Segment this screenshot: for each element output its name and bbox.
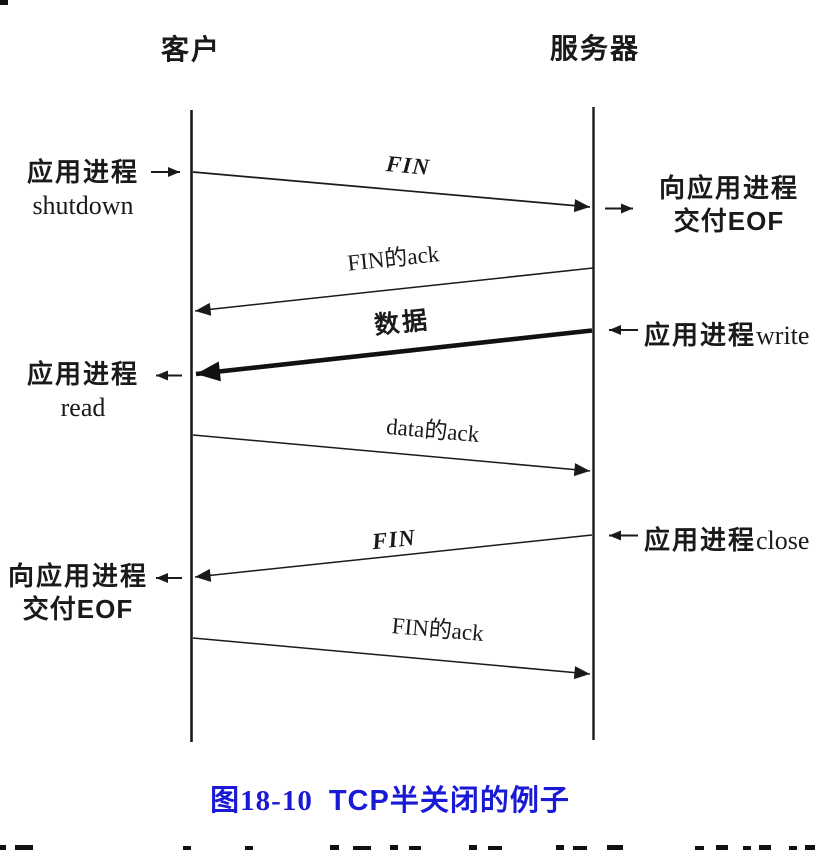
- client-lifeline-title: 客户: [160, 34, 222, 65]
- figure-caption-title: TCP半关闭的例子: [328, 785, 570, 817]
- annotation-deliver-eof-bottom-line2: 交付EOF: [22, 594, 134, 624]
- annotation-app-close-en: close: [756, 526, 810, 555]
- annotation-deliver-eof-top-line1: 向应用进程: [658, 173, 799, 203]
- annotation-app-shutdown: 应用进程 shutdown: [8, 156, 158, 222]
- annotation-app-close: 应用进程close: [644, 520, 809, 557]
- annotation-app-shutdown-cn: 应用进程: [26, 157, 139, 187]
- server-lifeline-title: 服务器: [549, 33, 641, 64]
- arrow-finack-client-to-server: [192, 637, 591, 680]
- annotation-app-write: 应用进程write: [644, 315, 809, 352]
- annotation-app-read: 应用进程 read: [8, 358, 158, 424]
- arrow-fin-client-to-server: [192, 171, 591, 213]
- arrow-data-server-to-client: [195, 328, 593, 382]
- annotation-app-write-en: write: [756, 321, 810, 350]
- arrow-finack-server-to-client: [194, 267, 594, 316]
- annotation-app-close-cn: 应用进程: [644, 525, 757, 555]
- message-label-fin-2: FIN: [370, 524, 418, 555]
- message-label-data: 数据: [372, 306, 432, 340]
- figure-caption: 图18-10 TCP半关闭的例子: [210, 777, 570, 819]
- arrow-fin-server-to-client: [194, 534, 593, 582]
- message-label-fin-1: FIN: [385, 151, 432, 180]
- annotation-deliver-eof-top-line2: 交付EOF: [673, 206, 785, 236]
- annotation-app-read-cn: 应用进程: [26, 359, 139, 389]
- annotation-deliver-eof-bottom: 向应用进程 交付EOF: [0, 560, 156, 626]
- scan-artifact: [0, 0, 8, 5]
- annotation-app-shutdown-en: shutdown: [32, 191, 134, 220]
- annotation-app-write-cn: 应用进程: [644, 320, 757, 350]
- annotation-deliver-eof-bottom-line1: 向应用进程: [7, 561, 148, 591]
- annotation-app-read-en: read: [60, 393, 106, 422]
- figure-caption-number: 图18-10: [210, 785, 313, 817]
- arrow-dataack-client-to-server: [192, 434, 591, 477]
- annotation-deliver-eof-top: 向应用进程 交付EOF: [648, 172, 810, 238]
